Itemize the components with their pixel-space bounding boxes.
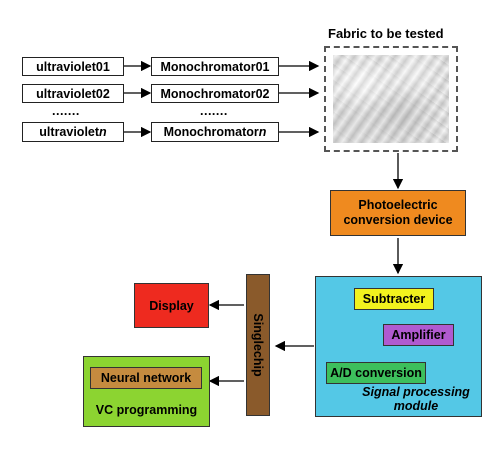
photoelectric-box: Photoelectric conversion device xyxy=(330,190,466,236)
neural-network-box: Neural network xyxy=(90,367,202,389)
monochromator02-box: Monochromator02 xyxy=(151,84,279,103)
ultraviolet01-box: ultraviolet01 xyxy=(22,57,124,76)
ad-conversion-box: A/D conversion xyxy=(326,362,426,384)
fabric-label: Fabric to be tested xyxy=(328,26,444,41)
subtracter-box: Subtracter xyxy=(354,288,434,310)
amplifier-box: Amplifier xyxy=(383,324,454,346)
display-box: Display xyxy=(134,283,209,328)
vc-programming-group: Neural network VC programming xyxy=(83,356,210,427)
signal-module-label: Signal processing module xyxy=(362,385,470,413)
singlechip-box: Singlechip xyxy=(246,274,270,416)
fabric-sample xyxy=(324,46,458,152)
vc-programming-label: VC programming xyxy=(95,403,198,417)
sources-ellipsis: ....... xyxy=(52,104,80,118)
monochromators-ellipsis: ....... xyxy=(200,104,228,118)
monochromator01-box: Monochromator01 xyxy=(151,57,279,76)
ultraviolet02-box: ultraviolet02 xyxy=(22,84,124,103)
signal-processing-module: Subtracter Amplifier A/D conversion Sign… xyxy=(315,276,482,417)
fabric-texture xyxy=(333,55,449,143)
